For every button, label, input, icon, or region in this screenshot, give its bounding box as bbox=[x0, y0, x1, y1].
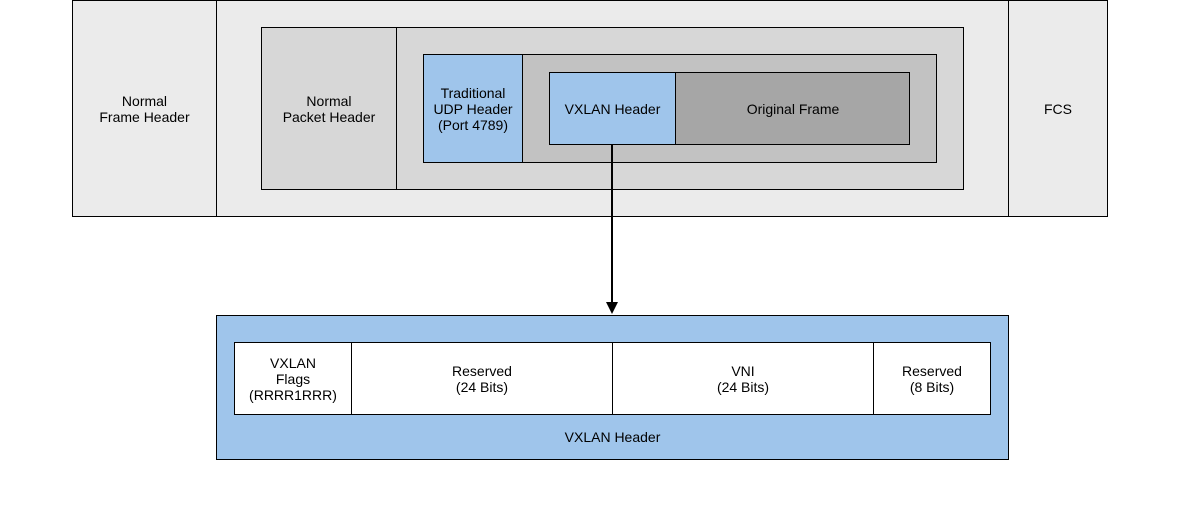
frame-header-cell bbox=[72, 0, 217, 217]
original-frame-label: Original Frame bbox=[746, 100, 840, 117]
udp-header-label: Traditional UDP Header (Port 4789) bbox=[433, 84, 513, 133]
vxlan-field-vni-label: VNI (24 Bits) bbox=[716, 362, 770, 395]
vxlan-field-flags-label: VXLAN Flags (RRRR1RRR) bbox=[249, 354, 337, 403]
vxlan-field-reserved-8 bbox=[873, 342, 991, 415]
packet-header-cell bbox=[261, 27, 397, 190]
vxlan-field-reserved-24-label: Reserved (24 Bits) bbox=[452, 362, 512, 395]
vxlan-field-vni bbox=[612, 342, 874, 415]
vxlan-field-reserved-8-label: Reserved (8 Bits) bbox=[902, 362, 962, 395]
packet-header-label: Normal Packet Header bbox=[282, 92, 376, 125]
vxlan-header-label: VXLAN Header bbox=[564, 100, 661, 117]
fcs-cell bbox=[1008, 0, 1108, 217]
vxlan-header-cell bbox=[549, 72, 676, 145]
vxlan-detail-caption: VXLAN Header bbox=[564, 429, 661, 445]
udp-header-cell bbox=[423, 54, 523, 163]
vxlan-field-reserved-24 bbox=[351, 342, 613, 415]
frame-header-label: Normal Frame Header bbox=[99, 92, 190, 125]
vxlan-field-flags bbox=[234, 342, 352, 415]
fcs-label: FCS bbox=[1044, 100, 1072, 117]
